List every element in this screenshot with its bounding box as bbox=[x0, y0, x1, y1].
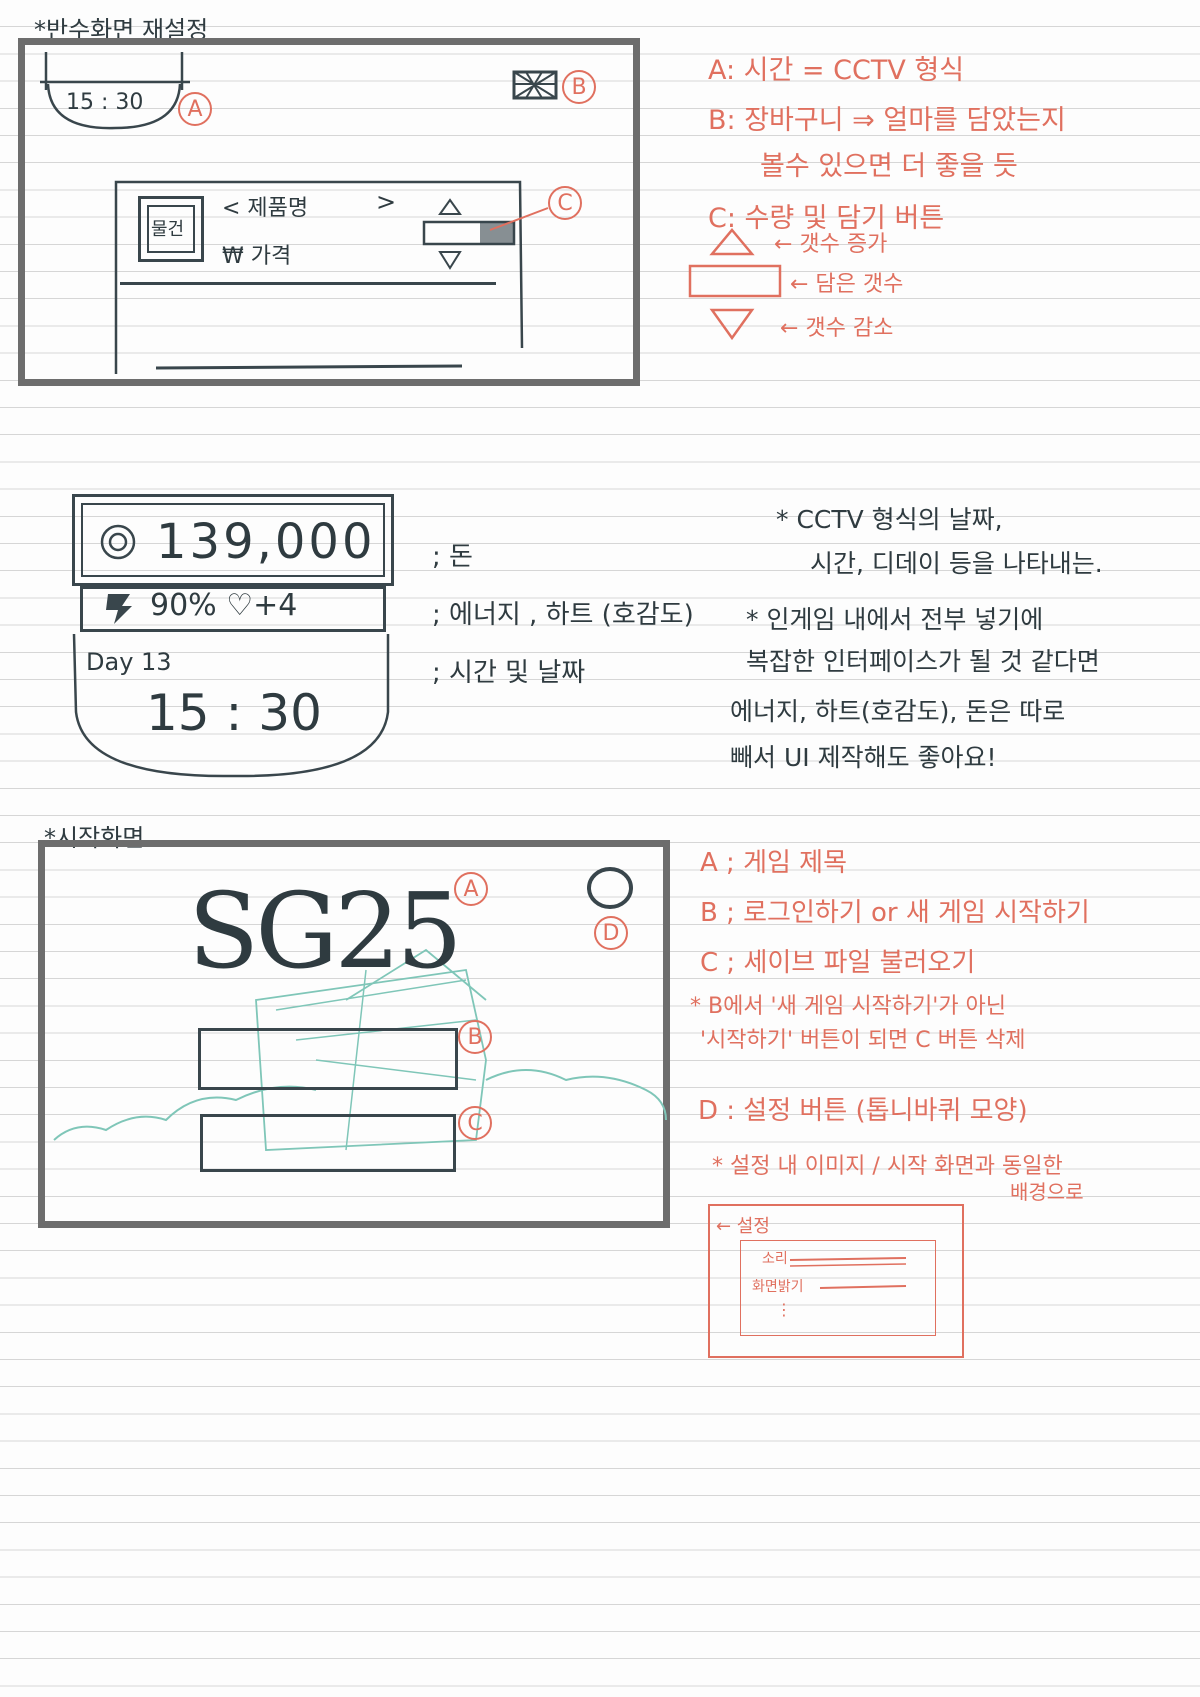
start-tag-b: B bbox=[458, 1020, 492, 1054]
start-note-star3: * 설정 내 이미지 / 시작 화면과 동일한 bbox=[712, 1154, 1063, 1179]
start-note-d: D : 설정 버튼 (톱니바퀴 모양) bbox=[698, 1096, 1028, 1126]
hud-legend-energy: ; 에너지 , 하트 (호감도) bbox=[432, 600, 694, 630]
quantity-control[interactable] bbox=[420, 198, 520, 274]
settings-sketch-frame bbox=[708, 1204, 964, 1358]
shop-tag-a: A bbox=[178, 92, 212, 126]
next-product-arrow[interactable]: > bbox=[376, 188, 397, 216]
money-value: 139,000 bbox=[156, 514, 376, 570]
product-price: ₩ 가격 bbox=[222, 244, 292, 269]
hud-clock-bowl bbox=[72, 633, 390, 778]
settings-sketch-lines bbox=[789, 1257, 907, 1289]
shop-tag-c: C bbox=[548, 186, 582, 220]
shop-note-decrease: ← 갯수 감소 bbox=[780, 316, 894, 341]
shop-note-increase: ← 갯수 증가 bbox=[774, 232, 888, 257]
hud-note-5: 에너지, 하트(호감도), 돈은 따로 bbox=[730, 697, 1066, 726]
settings-sketch-row-more: ⋮ bbox=[776, 1300, 792, 1319]
shop-tag-c-connector bbox=[489, 207, 549, 231]
start-note-b: B ; 로그인하기 or 새 게임 시작하기 bbox=[700, 898, 1090, 928]
shop-clock-time: 15 : 30 bbox=[66, 90, 144, 115]
hud-note-3: * 인게임 내에서 전부 넣기에 bbox=[746, 605, 1044, 634]
money-box bbox=[72, 494, 394, 586]
settings-sketch-row-sound: 소리 bbox=[762, 1251, 788, 1267]
hud-legend-money: ; 돈 bbox=[432, 542, 473, 572]
shop-note-a: A: 시간 = CCTV 형식 bbox=[708, 55, 965, 86]
shop-note-b2: 볼수 있으면 더 좋을 듯 bbox=[760, 151, 1018, 182]
energy-heart-value: 90% ♡+4 bbox=[150, 588, 298, 623]
shop-tag-b: B bbox=[562, 70, 596, 104]
start-note-star2: '시작하기' 버튼이 되면 C 버튼 삭제 bbox=[700, 1028, 1026, 1053]
basket-icon[interactable] bbox=[512, 66, 560, 102]
start-tag-c: C bbox=[458, 1106, 492, 1140]
start-screen-frame bbox=[38, 840, 670, 1228]
shop-screen-frame bbox=[18, 38, 640, 386]
hud-note-4: 복잡한 인터페이스가 될 것 같다면 bbox=[746, 647, 1100, 676]
hud-note-1: * CCTV 형식의 날짜, bbox=[776, 505, 1003, 534]
start-button-c[interactable] bbox=[200, 1114, 456, 1172]
start-section-heading: *시작화면 bbox=[44, 824, 145, 852]
settings-gear-icon[interactable] bbox=[586, 864, 636, 914]
shop-note-count: ← 담은 갯수 bbox=[790, 272, 904, 297]
energy-box bbox=[80, 586, 386, 632]
settings-sketch-row-brightness: 화면밝기 bbox=[752, 1279, 804, 1295]
shop-note-b1: B: 장바구니 ⇒ 얼마를 담았는지 bbox=[708, 105, 1066, 136]
hud-note-2: 시간, 디데이 등을 나타내는. bbox=[810, 549, 1103, 578]
start-button-b[interactable] bbox=[198, 1028, 458, 1090]
start-tag-d: D bbox=[594, 916, 628, 950]
start-tag-a: A bbox=[454, 872, 488, 906]
start-note-a: A ; 게임 제목 bbox=[700, 848, 848, 878]
product-image-label: 물건 bbox=[151, 219, 185, 240]
shop-note-c: C: 수량 및 담기 버튼 bbox=[708, 203, 945, 234]
quantity-legend-sketch bbox=[688, 228, 782, 341]
product-panel-outline bbox=[114, 180, 524, 374]
start-note-c: C ; 세이브 파일 불러오기 bbox=[700, 948, 976, 978]
hud-time: 15 : 30 bbox=[146, 684, 322, 742]
settings-sketch-title: ← 설정 bbox=[716, 1216, 770, 1237]
hud-legend-time: ; 시간 및 날짜 bbox=[432, 658, 586, 688]
start-note-star3b: 배경으로 bbox=[1010, 1180, 1084, 1204]
product-divider bbox=[120, 282, 496, 285]
product-name: < 제품명 bbox=[222, 196, 309, 221]
start-note-star1: * B에서 '새 게임 시작하기'가 아닌 bbox=[690, 994, 1007, 1019]
game-title: SG25 bbox=[188, 870, 463, 992]
coin-icon bbox=[100, 524, 136, 560]
lightning-icon bbox=[106, 594, 132, 624]
product-image: 물건 bbox=[138, 196, 204, 262]
hud-day: Day 13 bbox=[86, 648, 172, 676]
hud-note-6: 빼서 UI 제작해도 좋아요! bbox=[730, 743, 997, 772]
shop-clock-bowl bbox=[40, 52, 190, 130]
